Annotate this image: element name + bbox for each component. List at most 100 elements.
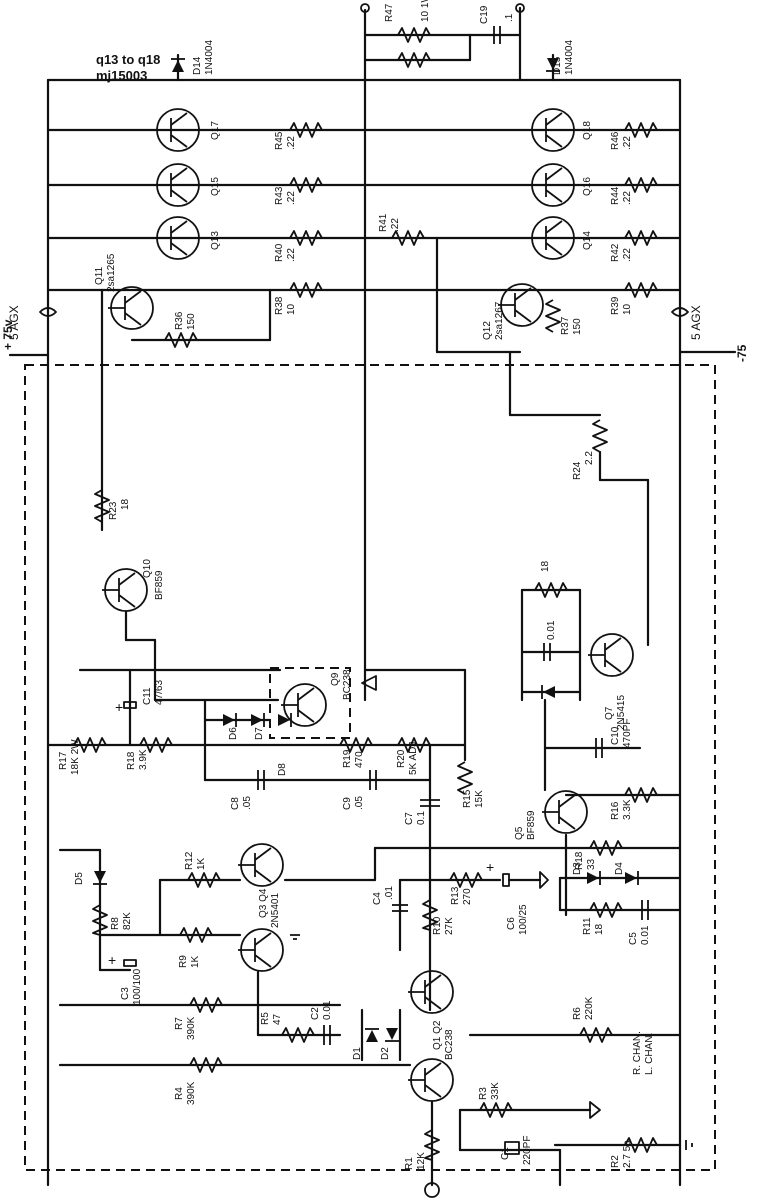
r8-value: 82K	[122, 912, 133, 930]
r38-value: 10	[286, 303, 297, 315]
r39-value: 10	[622, 303, 633, 315]
r18-small-value: 18	[540, 560, 551, 572]
r40-value: .22	[286, 248, 297, 262]
r39-ref: R39	[610, 296, 621, 315]
q3-q4-part: 2N5401	[270, 893, 281, 928]
channel-right-label: R. CHAN.	[632, 1031, 643, 1075]
r18-value: 3.9K	[138, 749, 149, 770]
q3-q4-ref: Q3 Q4	[258, 888, 269, 918]
q3-ground-icon	[290, 934, 300, 940]
r46-zigzag	[624, 122, 658, 138]
q12-part: 2sa1267	[494, 301, 505, 340]
c19-value: .1	[504, 13, 515, 22]
q14-ref: Q14	[582, 231, 593, 250]
r11-value: 18	[594, 923, 605, 935]
c3-body	[123, 959, 137, 967]
r6-ref: R6	[572, 1007, 583, 1020]
r2-value: 2.7 5a	[622, 1140, 633, 1168]
c9-ref: C9	[342, 797, 353, 810]
r1-ref: R1	[404, 1157, 415, 1170]
q1-q2-part: BC238	[444, 1029, 455, 1060]
r18-zigzag	[139, 737, 173, 753]
r42-value: .22	[622, 248, 633, 262]
c5-value: 0.01	[640, 925, 651, 945]
supply-negative-label: -75	[735, 344, 749, 362]
d15-part: 1N4004	[564, 40, 575, 75]
c3-polarity: +	[108, 952, 116, 968]
r10-value: 27K	[444, 917, 455, 935]
c3-value: 100/100	[132, 968, 143, 1005]
c6-value: 100/25	[518, 904, 529, 935]
r48-zigzag	[397, 52, 431, 68]
r47-r48-value: 10 1W	[420, 0, 431, 22]
c10-value: 470PF	[622, 719, 633, 748]
r37-value: 150	[572, 318, 583, 335]
r18-small-zigzag	[534, 582, 568, 598]
r10-zigzag	[422, 899, 438, 931]
r4-value: 390K	[186, 1081, 197, 1105]
r41-value: .22	[390, 218, 401, 232]
d5-ref: D4	[614, 862, 625, 875]
r3-ground-icon	[589, 1101, 601, 1119]
d6-icon	[222, 712, 237, 728]
r46-value: .22	[622, 136, 633, 150]
r43-zigzag	[289, 177, 323, 193]
d6-ref: D6	[228, 727, 239, 740]
chassis-ground-icon	[679, 1136, 693, 1154]
q1-icon	[407, 1058, 454, 1102]
q7-ref: Q7	[604, 706, 615, 720]
r8-ref: R8	[110, 917, 121, 930]
r1-zigzag	[424, 1129, 440, 1161]
q12-ref: Q12	[482, 321, 493, 340]
r45-value: .22	[286, 136, 297, 150]
r46-ref: R46	[610, 131, 621, 150]
r12-ref: R12	[184, 851, 195, 870]
fuse-right-label: 5 AGX	[689, 305, 703, 340]
header-transistor-range: q13 to q18	[96, 52, 160, 67]
input-jack-icon[interactable]	[424, 1182, 440, 1198]
c8-value: .05	[242, 796, 253, 810]
fuse-left-icon	[39, 307, 57, 317]
r8-zigzag	[92, 904, 108, 936]
r13-zigzag	[449, 872, 483, 888]
r45-zigzag	[289, 122, 323, 138]
d1-icon	[364, 1028, 380, 1043]
c5-ref: C5	[628, 932, 639, 945]
r20-ref: R20	[396, 749, 407, 768]
q3-icon	[237, 928, 284, 972]
d3-ref: D5	[74, 872, 85, 885]
r2-ref: R2	[610, 1155, 621, 1168]
r15-zigzag	[457, 761, 473, 795]
d4-icon	[586, 870, 601, 886]
q5-part: BF859	[526, 810, 537, 840]
r24-value: 2.2	[584, 451, 595, 465]
c-q7-value: 0.01	[546, 620, 557, 640]
r43-value: .22	[286, 191, 297, 205]
r7-value: 390K	[186, 1016, 197, 1040]
r47-zigzag	[397, 27, 431, 43]
q4-icon	[237, 843, 284, 887]
q1-q2-ref: Q1 Q2	[432, 1020, 443, 1050]
r10-ref: R10	[432, 916, 443, 935]
output-terminal	[360, 3, 370, 13]
q16-ref: Q16	[582, 177, 593, 196]
c19-ref: C19	[479, 5, 490, 24]
r41-zigzag	[391, 230, 425, 246]
r23-ref: R23	[108, 501, 119, 520]
r16-zigzag	[589, 840, 623, 856]
r47-r48-ref: R47 R48	[384, 0, 395, 22]
q11-ref: Q11	[94, 266, 105, 285]
r37-zigzag	[545, 299, 561, 333]
c11-value: 47/63	[154, 680, 165, 705]
channel-left-label: L. CHAN.	[644, 1033, 655, 1075]
r42-ref: R42	[610, 243, 621, 262]
r44-value: .22	[622, 191, 633, 205]
c9-value: .05	[354, 796, 365, 810]
d1-ref: D1	[352, 1047, 363, 1060]
d8-ref: D8	[277, 763, 288, 776]
r45-ref: R45	[274, 131, 285, 150]
c4-ref: C4	[372, 892, 383, 905]
r3-zigzag	[479, 1102, 513, 1118]
r3-ref: R3	[478, 1087, 489, 1100]
c6-ref: C6	[506, 917, 517, 930]
